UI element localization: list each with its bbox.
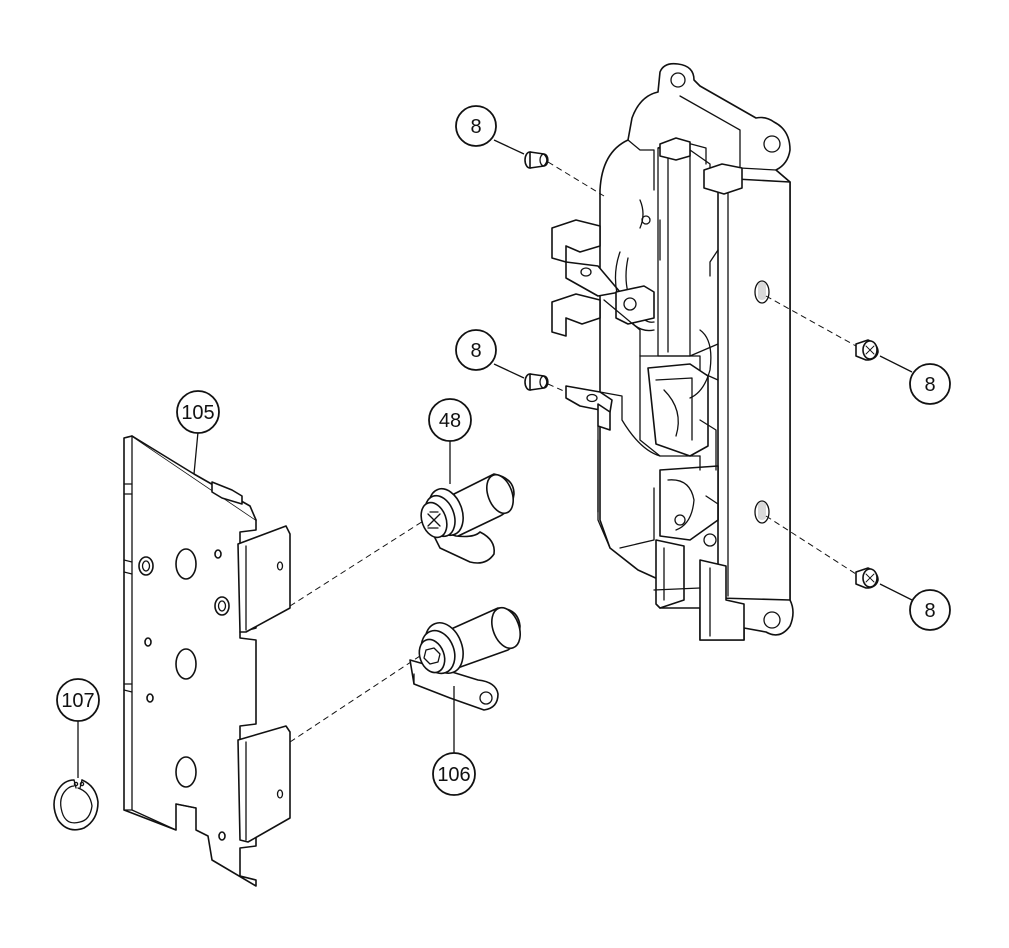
- callout-label: 8: [924, 374, 935, 396]
- callout-label: 107: [61, 690, 94, 712]
- callout-8-right-lower: 8: [909, 589, 951, 631]
- callout-label: 105: [181, 402, 214, 424]
- callout-label: 48: [439, 410, 461, 432]
- screw-top-left: [524, 151, 549, 169]
- assembly-lines: [289, 161, 857, 743]
- roller-cam-icon: [420, 473, 515, 564]
- mounting-plate-icon: [123, 435, 291, 887]
- callout-8-top-left: 8: [455, 105, 497, 147]
- callout-48: 48: [428, 398, 472, 442]
- callout-107: 107: [56, 678, 100, 722]
- callout-label: 8: [924, 600, 935, 622]
- callout-leaders: [77, 139, 913, 778]
- screw-right-upper: [855, 339, 879, 361]
- callout-105: 105: [176, 390, 220, 434]
- callout-label: 8: [470, 116, 481, 138]
- callout-106: 106: [432, 752, 476, 796]
- callout-label: 106: [437, 764, 470, 786]
- callout-8-mid-left: 8: [455, 329, 497, 371]
- callout-label: 8: [470, 340, 481, 362]
- retaining-ring-icon: [53, 779, 99, 831]
- screw-icon: [524, 151, 879, 589]
- callout-8-right-upper: 8: [909, 363, 951, 405]
- screw-right-lower: [855, 567, 879, 589]
- cam-shaft-icon: [409, 606, 521, 711]
- frame-assembly: [551, 62, 794, 641]
- screw-mid-left: [524, 373, 549, 391]
